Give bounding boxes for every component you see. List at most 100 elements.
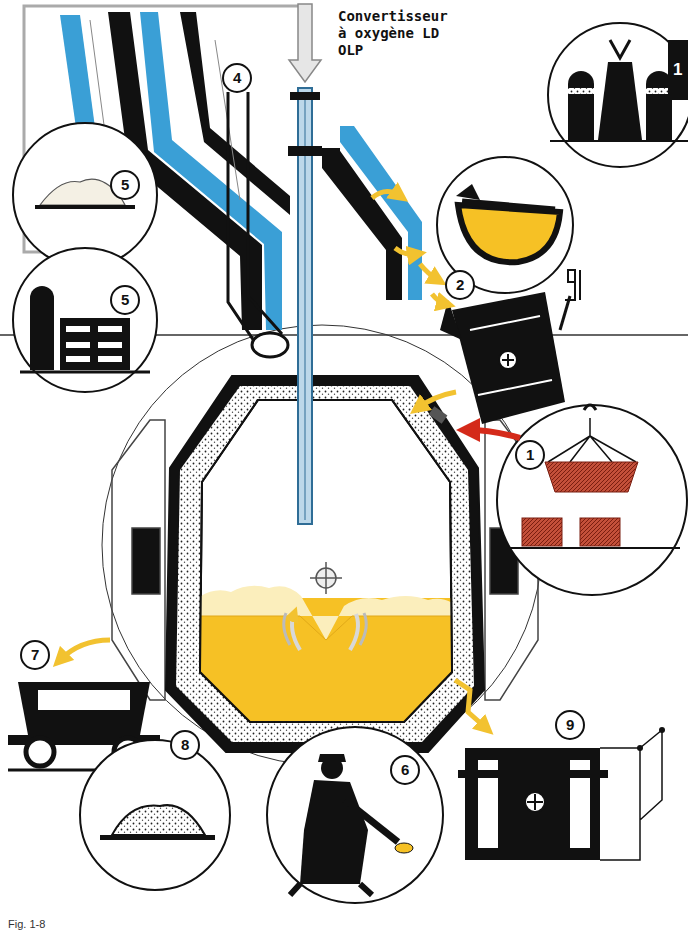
callout-number: 8 <box>181 735 189 755</box>
scrap-panel-part <box>584 405 596 410</box>
charging-ladle-part <box>470 316 552 395</box>
callout-circle-part <box>171 731 199 759</box>
teeming-ladle-part <box>600 730 662 860</box>
sampling-panel-part <box>318 754 346 762</box>
oxygen-plant-panel-part <box>66 342 90 348</box>
scrap-panel-part <box>468 430 520 438</box>
scrap-panel-part <box>545 462 638 492</box>
scrap-panel-part <box>522 518 562 546</box>
teeming-ladle-part <box>527 801 543 803</box>
sampling-panel <box>267 727 443 903</box>
hot-metal-ladle-panel-part <box>456 184 480 200</box>
oxygen-supply-line-part <box>289 4 321 82</box>
diagram-title: Convertisseur à oxygène LD OLP <box>338 8 460 59</box>
flow-arrows-part <box>420 264 438 280</box>
converter-vessel-part <box>176 386 474 742</box>
oxygen-impact-symbol <box>310 562 342 594</box>
sampling-panel-part <box>290 884 372 895</box>
hood-duct-part <box>140 12 282 330</box>
additions-panel-part <box>35 205 135 209</box>
converter-vessel-part <box>166 376 484 752</box>
callout-number: 5 <box>121 290 129 310</box>
exhaust-duct <box>228 92 288 357</box>
additions-panel-part <box>13 123 157 267</box>
slag-car-part <box>26 738 54 766</box>
converter-shop-panel-part <box>548 23 688 167</box>
converter-shop-panel-part <box>568 88 594 94</box>
charging-ladle-part <box>507 354 509 366</box>
teeming-ladle-part <box>659 727 665 733</box>
flow-arrows-part <box>60 640 110 660</box>
oxygen-plant-panel-part <box>98 326 122 332</box>
flow-arrows-part <box>455 680 486 728</box>
scrap-panel-part <box>505 547 680 549</box>
charging-ladle-part <box>452 292 565 424</box>
callout-number: 9 <box>566 715 574 735</box>
chapter-tab <box>668 40 688 100</box>
scrap-panel-part <box>497 405 687 595</box>
oxygen-plant-panel-part <box>30 286 54 370</box>
circulation-arrows-part <box>360 613 366 645</box>
teeming-ladle <box>458 727 665 860</box>
sampling-panel-part <box>345 800 398 842</box>
slag-pile-panel-part <box>112 805 205 835</box>
flow-arrows-part <box>432 294 446 304</box>
charging-ladle <box>440 270 580 424</box>
callout-circle-part <box>223 64 251 92</box>
circulation-arrows-part <box>292 614 300 650</box>
circulation-arrows-part <box>350 614 358 650</box>
flow-arrows-part <box>372 191 400 198</box>
oxygen-plant-panel <box>13 248 157 392</box>
hot-metal-ladle-panel-part <box>462 202 555 210</box>
charging-ladle-part <box>499 351 517 369</box>
converter-vessel <box>166 376 484 752</box>
flow-arrows-part <box>395 248 417 254</box>
oxygen-plant-panel-part <box>60 318 130 370</box>
hood-duct-part <box>180 12 290 215</box>
oxygen-lance-part <box>305 92 306 520</box>
callout-number: 7 <box>31 645 39 665</box>
slag-pile-panel <box>80 740 230 890</box>
oxygen-plant-panel-part <box>98 342 122 348</box>
converter-vessel-part-part <box>196 616 460 640</box>
slag-pile-panel-part <box>80 740 230 890</box>
sampling-panel-part <box>300 780 368 884</box>
callout-number: 2 <box>456 275 464 295</box>
converter-vessel-part <box>429 406 448 423</box>
slag-car-part <box>18 682 150 735</box>
sampling-panel-part <box>395 843 413 853</box>
converter-shop-panel-part <box>610 40 630 58</box>
oxygen-plant-panel-part <box>66 326 90 332</box>
teeming-ladle-part <box>637 745 643 751</box>
hood-duct-part <box>340 126 422 300</box>
slag-pile-panel-part <box>100 835 215 840</box>
callout-circle-part <box>111 171 139 199</box>
hot-metal-ladle-panel-part <box>458 205 560 262</box>
charging-ladle-part <box>440 300 462 340</box>
scrap-panel-part <box>548 418 636 462</box>
scrap-panel <box>468 405 687 595</box>
oxygen-plant-panel-part <box>66 356 90 362</box>
circulation-arrows-part <box>284 613 290 645</box>
converter-vessel-part <box>200 400 452 722</box>
exhaust-duct-part <box>252 333 288 357</box>
callout-circle-part <box>111 286 139 314</box>
callout-circle-part <box>446 271 474 299</box>
trunnion-frame-part <box>132 528 160 594</box>
callout-number: 6 <box>401 760 409 780</box>
callout-circle <box>21 64 584 784</box>
converter-shop-panel-part <box>568 71 594 140</box>
converter-shop-panel <box>548 23 688 167</box>
oxygen-lance-part <box>322 148 340 153</box>
converter-shop-panel-part <box>550 140 688 142</box>
additions-panel <box>13 123 157 267</box>
charging-ladle-part <box>565 270 580 300</box>
oxygen-plant-panel-part <box>98 356 122 362</box>
oxygen-plant-panel-part <box>13 248 157 392</box>
flow-arrows <box>60 191 486 728</box>
teeming-ladle-part <box>458 770 608 778</box>
callout-number: 5 <box>121 175 129 195</box>
oxygen-lance-part <box>290 92 320 100</box>
figure-caption: Fig. 1-8 <box>8 918 45 930</box>
